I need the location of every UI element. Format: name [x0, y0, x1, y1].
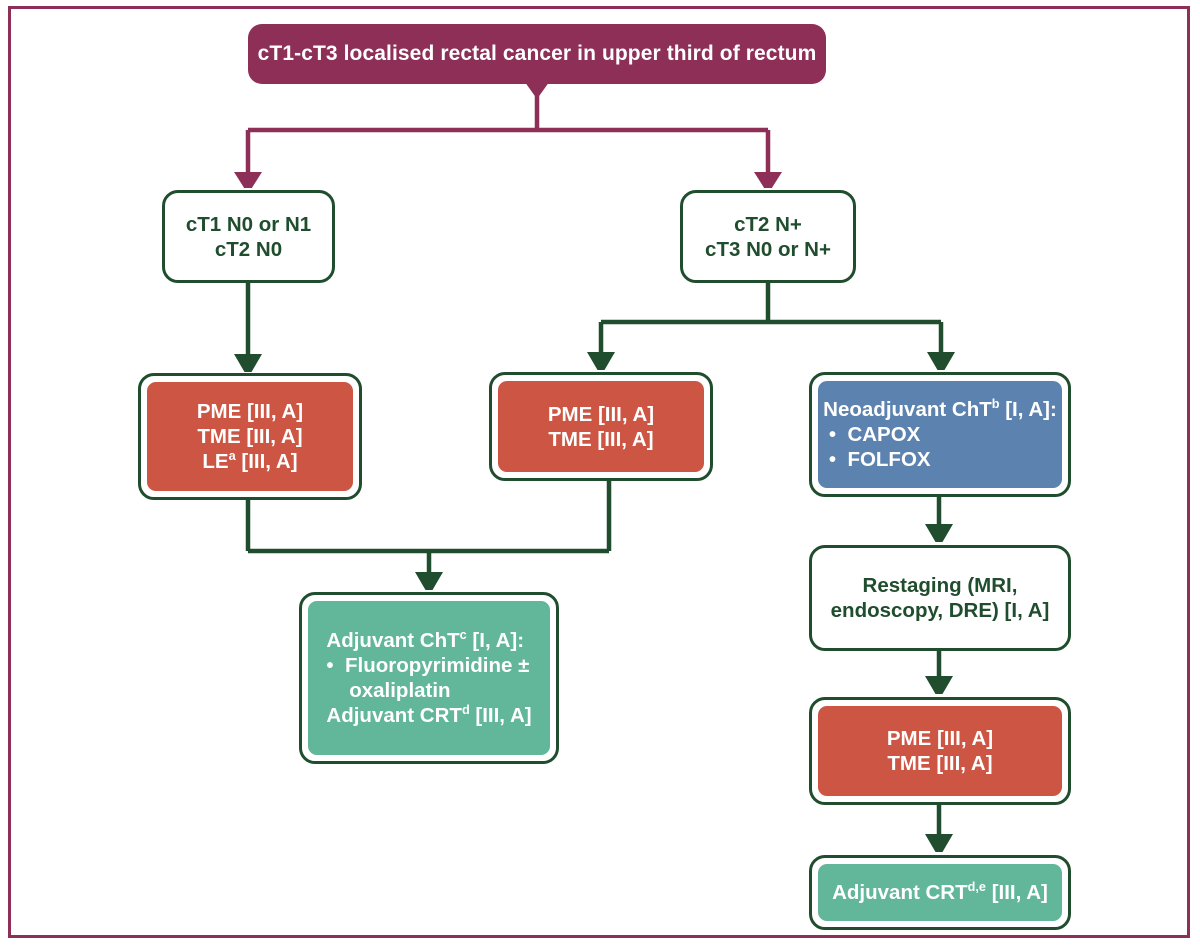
pme-tme-mid-line2: TME [III, A] [548, 427, 654, 451]
node-restaging: Restaging (MRI, endoscopy, DRE) [I, A] [809, 545, 1071, 651]
pme-tme-le-line3: LEa [III, A] [197, 449, 303, 474]
adjuvant-crt-line1-sup: d,e [967, 879, 986, 895]
node-title: cT1-cT3 localised rectal cancer in upper… [248, 24, 826, 84]
neoadjuvant-cht-bullet-2: • FOLFOX [823, 448, 931, 471]
pme-tme-le-line2: TME [III, A] [197, 425, 303, 448]
adjuvant-cht-heading: Adjuvant ChTc [I, A]: [326, 628, 531, 653]
adjuvant-cht-heading-post: [I, A]: [466, 629, 525, 652]
pme-tme-le-line3-sup: a [228, 448, 236, 464]
pme-tme-right-line1: PME [III, A] [886, 727, 994, 750]
adjuvant-cht-bullet-1: • Fluoropyrimidine ± [326, 654, 530, 677]
left-stage-line1: cT1 N0 or N1 [185, 212, 312, 236]
adjuvant-cht-footer: Adjuvant CRTd [III, A] [326, 703, 531, 728]
neoadjuvant-cht-bullet-1: • CAPOX [823, 423, 921, 446]
pme-tme-right-line2: TME [III, A] [887, 752, 993, 775]
neoadjuvant-cht-heading: Neoadjuvant ChTb [I, A]: [823, 397, 1057, 422]
node-neoadjuvant-cht: Neoadjuvant ChTb [I, A]: • CAPOX • FOLFO… [809, 372, 1071, 497]
adjuvant-cht-heading-sup: c [459, 627, 467, 643]
adjuvant-cht-bullet-1-cont-label: oxaliplatin [349, 679, 451, 702]
restaging-line2: endoscopy, DRE) [I, A] [830, 599, 1050, 622]
neoadjuvant-cht-heading-sup: b [991, 396, 1000, 412]
node-adjuvant-crt: Adjuvant CRTd,e [III, A] [809, 855, 1071, 930]
adjuvant-cht-footer-pre: Adjuvant CRT [326, 704, 462, 727]
right-stage-line2: cT3 N0 or N+ [705, 237, 831, 261]
adjuvant-crt-line1-post: [III, A] [986, 881, 1048, 904]
neoadjuvant-cht-heading-post: [I, A]: [999, 398, 1057, 421]
node-right-stage: cT2 N+ cT3 N0 or N+ [680, 190, 856, 283]
neoadjuvant-cht-heading-pre: Neoadjuvant ChT [823, 398, 992, 421]
pme-tme-le-line3-pre: LE [202, 450, 229, 473]
adjuvant-crt-line1: Adjuvant CRTd,e [III, A] [832, 880, 1048, 905]
pme-tme-le-line3-post: [III, A] [235, 450, 298, 473]
adjuvant-crt-line1-pre: Adjuvant CRT [832, 881, 968, 904]
node-pme-tme-mid: PME [III, A] TME [III, A] [489, 372, 713, 481]
adjuvant-cht-bullet-1-cont: oxaliplatin [326, 678, 531, 703]
neoadjuvant-cht-bullet-2-label: FOLFOX [847, 448, 931, 471]
adjuvant-cht-heading-pre: Adjuvant ChT [326, 629, 460, 652]
node-pme-tme-le: PME [III, A] TME [III, A] LEa [III, A] [138, 373, 362, 500]
pme-tme-le-line1: PME [III, A] [196, 400, 304, 423]
right-stage-line1: cT2 N+ [734, 212, 802, 236]
adjuvant-cht-footer-post: [III, A] [469, 704, 532, 727]
neoadjuvant-cht-bullet-1-label: CAPOX [847, 423, 921, 446]
node-title-label: cT1-cT3 localised rectal cancer in upper… [257, 42, 817, 66]
adjuvant-cht-bullet-1-label: Fluoropyrimidine ± [344, 654, 530, 677]
node-pme-tme-right: PME [III, A] TME [III, A] [809, 697, 1071, 805]
restaging-line1: Restaging (MRI, [862, 574, 1018, 597]
adjuvant-cht-footer-sup: d [461, 702, 470, 718]
left-stage-line2: cT2 N0 [214, 237, 283, 261]
node-adjuvant-cht: Adjuvant ChTc [I, A]: • Fluoropyrimidine… [299, 592, 559, 764]
node-left-stage: cT1 N0 or N1 cT2 N0 [162, 190, 335, 283]
pme-tme-mid-line1: PME [III, A] [547, 402, 655, 426]
